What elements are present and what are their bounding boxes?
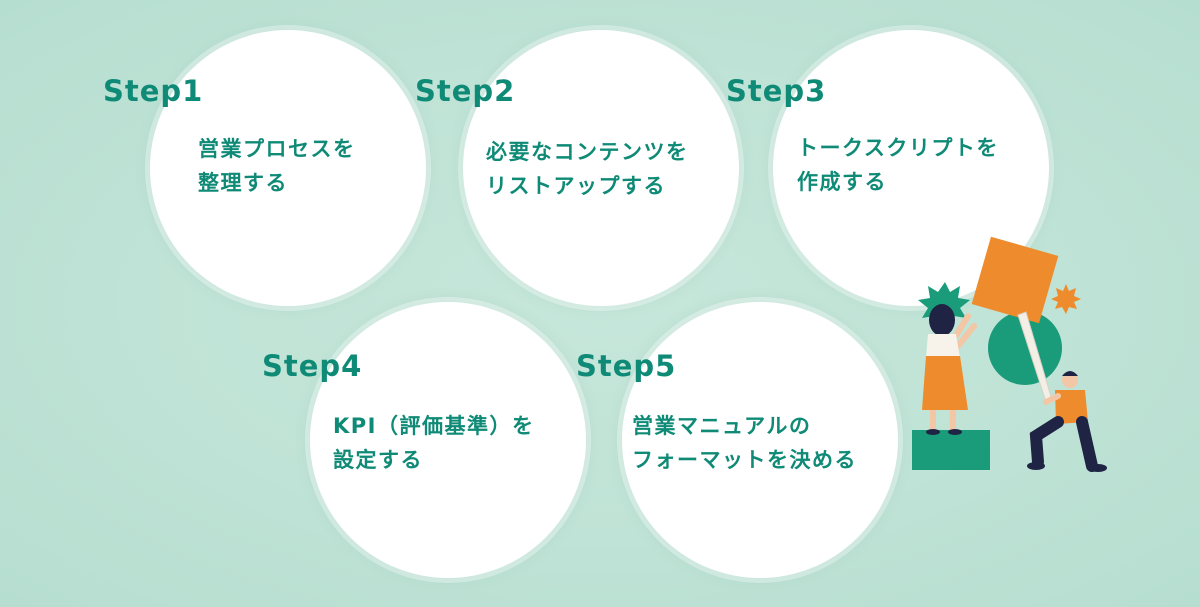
step3-line2: 作成する — [797, 170, 887, 194]
team-building-illustration — [912, 236, 1107, 472]
step2-label: Step2 — [415, 74, 516, 108]
step4-line1: KPI（評価基準）を — [333, 414, 535, 438]
step5-label: Step5 — [576, 349, 677, 383]
step5-text: 営業マニュアルの フォーマットを決める — [632, 409, 857, 477]
step2-circle — [463, 30, 739, 306]
step2-text: 必要なコンテンツを リストアップする — [486, 135, 689, 203]
step1-label: Step1 — [103, 74, 204, 108]
step1-text: 営業プロセスを 整理する — [198, 132, 356, 200]
step4-circle — [310, 302, 586, 578]
step1-circle — [150, 30, 426, 306]
step1-line2: 整理する — [198, 171, 288, 195]
step5-circle — [622, 302, 898, 578]
step3-line1: トークスクリプトを — [797, 136, 999, 160]
step2-line2: リストアップする — [486, 174, 666, 198]
step5-line2: フォーマットを決める — [632, 448, 857, 472]
orange-block-shape — [971, 236, 1059, 324]
woman-figure — [922, 304, 977, 435]
step4-line2: 設定する — [333, 448, 423, 472]
green-base-block — [912, 430, 990, 470]
step3-label: Step3 — [726, 74, 827, 108]
step2-line1: 必要なコンテンツを — [486, 140, 689, 164]
step5-line1: 営業マニュアルの — [632, 414, 812, 438]
step4-label: Step4 — [262, 349, 363, 383]
orange-burst-shape — [1051, 284, 1081, 314]
step3-text: トークスクリプトを 作成する — [797, 131, 999, 199]
man-figure — [1027, 371, 1107, 472]
step4-text: KPI（評価基準）を 設定する — [333, 409, 534, 477]
green-circle-shape — [988, 311, 1062, 385]
step1-line1: 営業プロセスを — [198, 137, 356, 161]
